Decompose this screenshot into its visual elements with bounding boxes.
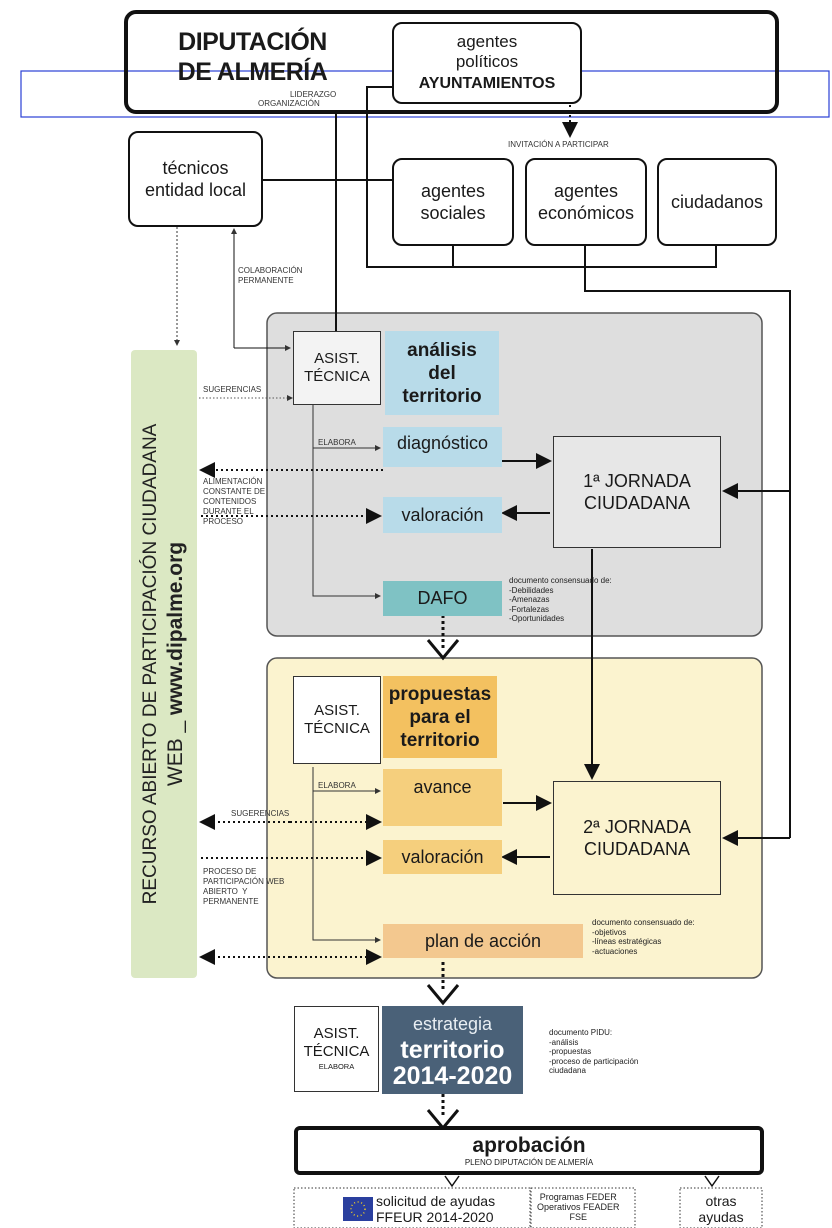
- territorio-label: territorio: [400, 1036, 505, 1064]
- strategy-doc-note: documento PIDU: -análisis -propuestas -p…: [549, 1028, 639, 1075]
- years-label: 2014-2020: [392, 1062, 513, 1090]
- agentes-politicos-box: agentes políticos AYUNTAMIENTOS: [392, 22, 582, 104]
- asist2-line2: TÉCNICA: [304, 720, 370, 737]
- asist1-line2: TÉCNICA: [304, 368, 370, 385]
- propuestas-line2: para el: [409, 706, 471, 728]
- proceso-web-label: PROCESO DE PARTICIPACIÓN WEB ABIERTO Y P…: [203, 867, 285, 906]
- solicitud-box: solicitud de ayudas FFEUR 2014-2020: [376, 1192, 526, 1226]
- estrategia-label: estrategia: [412, 1014, 493, 1034]
- web-url: www.dipalme.org: [164, 541, 187, 715]
- aprobacion-sub: PLENO DIPUTACIÓN DE ALMERÍA: [464, 1157, 594, 1167]
- colaboracion-label-1: COLABORACIÓN: [238, 266, 303, 275]
- web-resource-bar: [131, 350, 197, 978]
- web-resource-line2: WEB _ www.dipalme.org: [163, 424, 189, 905]
- invitacion-label: INVITACIÓN A PARTICIPAR: [508, 140, 609, 149]
- web-prefix: WEB _: [164, 714, 187, 787]
- asist-tecnica-1: ASIST. TÉCNICA: [293, 331, 381, 405]
- agentes-economicos-box: agentes económicos: [525, 158, 647, 246]
- diagnostico-box: diagnóstico: [383, 427, 502, 467]
- avance-label: avance: [413, 777, 472, 797]
- aprobacion-title: aprobación: [472, 1133, 586, 1157]
- asist3-line2: TÉCNICA: [303, 1043, 370, 1060]
- diputacion-title: DIPUTACIÓN DE ALMERÍA: [150, 22, 355, 92]
- jornada1-line2: CIUDADANA: [583, 493, 690, 513]
- asist-tecnica-2: ASIST. TÉCNICA: [293, 676, 381, 764]
- asist2-line1: ASIST.: [314, 702, 360, 719]
- dafo-box: DAFO: [383, 581, 502, 616]
- jornada-2-box: 2ª JORNADA CIUDADANA: [553, 781, 721, 895]
- valoracion-box-1: valoración: [383, 497, 502, 533]
- liderazgo-label: LIDERAZGO: [290, 90, 337, 99]
- economicos-line2: económicos: [537, 203, 635, 223]
- ayuntamientos-label: AYUNTAMIENTOS: [418, 75, 556, 92]
- propuestas-line1: propuestas: [388, 683, 492, 705]
- tecnicos-line2: entidad local: [144, 180, 247, 200]
- otras-ayudas-box: otras ayudas: [682, 1192, 760, 1226]
- agentes-politicos-2: políticos: [455, 52, 519, 71]
- solicitud-line1: solicitud de ayudas: [376, 1193, 496, 1209]
- elabora-label-1: ELABORA: [318, 438, 356, 447]
- analisis-line1: análisis: [407, 339, 477, 361]
- dafo-label: DAFO: [417, 588, 468, 608]
- sugerencias-label: SUGERENCIAS: [203, 385, 262, 394]
- dafo-doc-note: documento consensuado de: -Debilidades -…: [509, 576, 612, 623]
- tecnicos-line1: técnicos: [162, 158, 229, 178]
- jornada-1-box: 1ª JORNADA CIUDADANA: [553, 436, 721, 548]
- propuestas-box: propuestas para el territorio: [383, 676, 497, 758]
- sugerencias-label-2: SUGERENCIAS: [231, 809, 290, 818]
- diputacion-box: [124, 10, 779, 114]
- asist-tecnica-3: ASIST. TÉCNICA ELABORA: [294, 1006, 379, 1092]
- eu-flag-icon: [343, 1197, 373, 1221]
- analisis-line2: del: [428, 362, 456, 384]
- plan-accion-box: plan de acción: [383, 924, 583, 958]
- analisis-line3: territorio: [402, 385, 482, 407]
- asist3-line1: ASIST.: [313, 1025, 360, 1042]
- ciudadanos-box: ciudadanos: [657, 158, 777, 246]
- jornada2-line2: CIUDADANA: [583, 839, 690, 859]
- agentes-sociales-box: agentes sociales: [392, 158, 514, 246]
- otras-line2: ayudas: [698, 1209, 744, 1225]
- asist1-line1: ASIST.: [314, 350, 360, 367]
- colaboracion-label-2: PERMANENTE: [238, 276, 294, 285]
- solicitud-line2: FFEUR 2014-2020: [376, 1209, 494, 1225]
- diagnostico-label: diagnóstico: [396, 433, 489, 453]
- agentes-politicos-1: agentes: [456, 32, 518, 51]
- sociales-line1: agentes: [420, 181, 486, 201]
- organizacion-label: ORGANIZACIÓN: [258, 99, 320, 108]
- plan-doc-note: documento consensuado de: -objetivos -lí…: [592, 918, 695, 956]
- valoracion-label-1: valoración: [401, 504, 484, 525]
- web-resource-text: RECURSO ABIERTO DE PARTICIPACIÓN CIUDADA…: [139, 424, 189, 905]
- jornada1-line1: 1ª JORNADA: [583, 471, 691, 491]
- propuestas-line3: territorio: [400, 729, 480, 751]
- valoracion-box-2: valoración: [383, 840, 502, 874]
- plan-accion-label: plan de acción: [424, 930, 542, 951]
- programas-label: Programas FEDER Operativos FEADER FSE: [537, 1192, 620, 1222]
- valoracion-label-2: valoración: [401, 846, 484, 867]
- aprobacion-box: aprobación PLENO DIPUTACIÓN DE ALMERÍA: [294, 1126, 764, 1175]
- strategy-box: estrategia territorio 2014-2020: [382, 1006, 523, 1094]
- avance-box: avance: [383, 769, 502, 826]
- asist3-elabora: ELABORA: [318, 1062, 355, 1071]
- tecnicos-box: técnicos entidad local: [128, 131, 263, 227]
- economicos-line1: agentes: [553, 181, 619, 201]
- diputacion-title-2: DE ALMERÍA: [177, 58, 328, 86]
- diputacion-title-1: DIPUTACIÓN: [178, 28, 327, 56]
- alimentacion-label: ALIMENTACIÓN CONSTANTE DE CONTENIDOS DUR…: [203, 477, 266, 526]
- analisis-box: análisis del territorio: [385, 331, 499, 415]
- sociales-line2: sociales: [420, 203, 486, 223]
- elabora-label-2: ELABORA: [318, 781, 356, 790]
- ciudadanos-label: ciudadanos: [670, 192, 764, 212]
- otras-line1: otras: [705, 1193, 737, 1209]
- jornada2-line1: 2ª JORNADA: [583, 817, 691, 837]
- web-resource-line1: RECURSO ABIERTO DE PARTICIPACIÓN CIUDADA…: [140, 423, 161, 905]
